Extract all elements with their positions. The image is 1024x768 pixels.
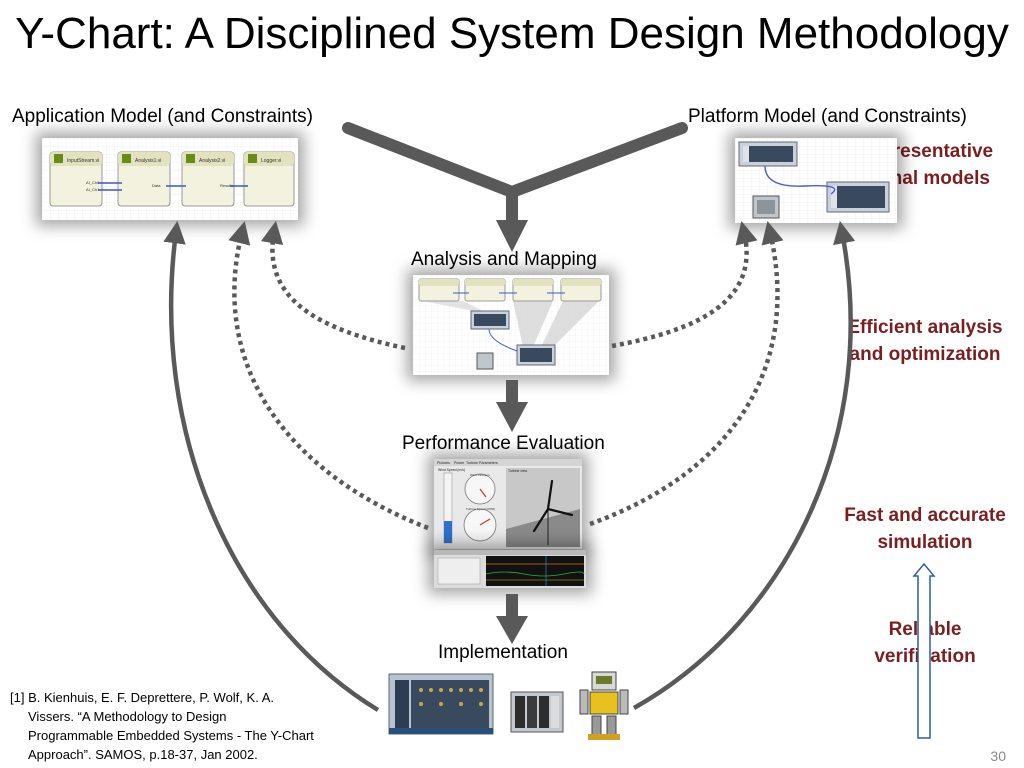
page-number: 30 <box>990 748 1006 764</box>
reference-line-1: [1] B. Kienhuis, E. F. Deprettere, P. Wo… <box>10 690 274 705</box>
analysis-mapping-diagram <box>413 275 609 375</box>
turbine-front-panel: Pictures Power Turbine Parameters Wind S… <box>434 459 582 549</box>
pxi-chassis-image <box>387 670 495 738</box>
arrow-performance-to-implementation <box>496 594 528 644</box>
pxi-chassis-graphic <box>387 670 495 738</box>
fast-line-1: Fast and accurate <box>844 505 1006 526</box>
mapping-diagram <box>413 275 609 375</box>
robot-image <box>572 670 634 742</box>
tab-power: Power <box>454 461 465 465</box>
compactrio-image <box>507 688 567 736</box>
waveform-panel <box>434 550 586 588</box>
port-data: Data <box>152 183 161 188</box>
arrow-down-to-mapping <box>496 220 528 252</box>
turbine-view-label: Turbine view <box>508 469 528 473</box>
reference-citation: [1] B. Kienhuis, E. F. Deprettere, P. Wo… <box>10 688 350 764</box>
vi-block-3-label: Analysis2.vi <box>199 158 225 164</box>
reference-line-2: Vissers. “A Methodology to Design <box>28 709 227 724</box>
platform-model-diagram <box>735 138 897 223</box>
application-model-label: Application Model (and Constraints) <box>12 106 313 127</box>
gauge-turbine-speed-label: Turbine Speed (RPM) <box>466 507 495 511</box>
outline-up-arrow <box>912 562 936 739</box>
application-block-diagram: InputStream.vi Analysis1.vi Analysis2.vi… <box>42 138 298 220</box>
efficient-analysis-note: Efficient analysis and optimization <box>840 314 1010 368</box>
efficient-line-1: Efficient analysis <box>847 317 1003 338</box>
reference-line-4: Approach”. SAMOS, p.18-37, Jan 2002. <box>28 747 258 762</box>
arrow-mapping-to-performance <box>496 380 528 432</box>
implementation-label: Implementation <box>438 642 568 663</box>
slide-title: Y-Chart: A Disciplined System Design Met… <box>15 9 1009 58</box>
fast-line-2: simulation <box>877 532 973 553</box>
platform-hardware-diagram <box>735 138 897 223</box>
waveform-display <box>434 550 586 588</box>
port-results: Results <box>220 183 233 188</box>
dotted-feedback-performance <box>228 221 784 531</box>
vi-block-1-label: InputStream.vi <box>67 158 99 164</box>
platform-model-label: Platform Model (and Constraints) <box>688 106 967 127</box>
tab-turbine-parameters: Turbine Parameters <box>466 461 498 465</box>
y-merge-arrows <box>342 122 688 252</box>
vi-block-2-label: Analysis1.vi <box>135 158 161 164</box>
port-ai-ch1: AI_Ch1 <box>86 187 100 192</box>
compactrio-graphic <box>507 688 567 736</box>
analysis-mapping-label: Analysis and Mapping <box>411 249 597 270</box>
tab-pictures: Pictures <box>437 461 450 465</box>
wind-speed-label: Wind Speed (m/s) <box>438 468 465 472</box>
gauge-wind-direction-label: Wind Direction <box>470 473 490 477</box>
robot-graphic <box>572 670 634 742</box>
port-ai-ch0: AI_Ch0 <box>86 180 100 185</box>
vi-block-4-label: Logger.vi <box>261 158 281 164</box>
performance-evaluation-panel: Pictures Power Turbine Parameters Wind S… <box>434 459 582 549</box>
solid-feedback-implementation <box>163 220 856 712</box>
efficient-line-2: and optimization <box>849 344 1001 365</box>
fast-accurate-note: Fast and accurate simulation <box>838 502 1012 556</box>
application-model-diagram: InputStream.vi Analysis1.vi Analysis2.vi… <box>42 138 298 220</box>
reference-line-3: Programmable Embedded Systems - The Y-Ch… <box>28 728 314 743</box>
dotted-feedback-mapping <box>260 220 758 351</box>
performance-evaluation-label: Performance Evaluation <box>402 433 605 454</box>
